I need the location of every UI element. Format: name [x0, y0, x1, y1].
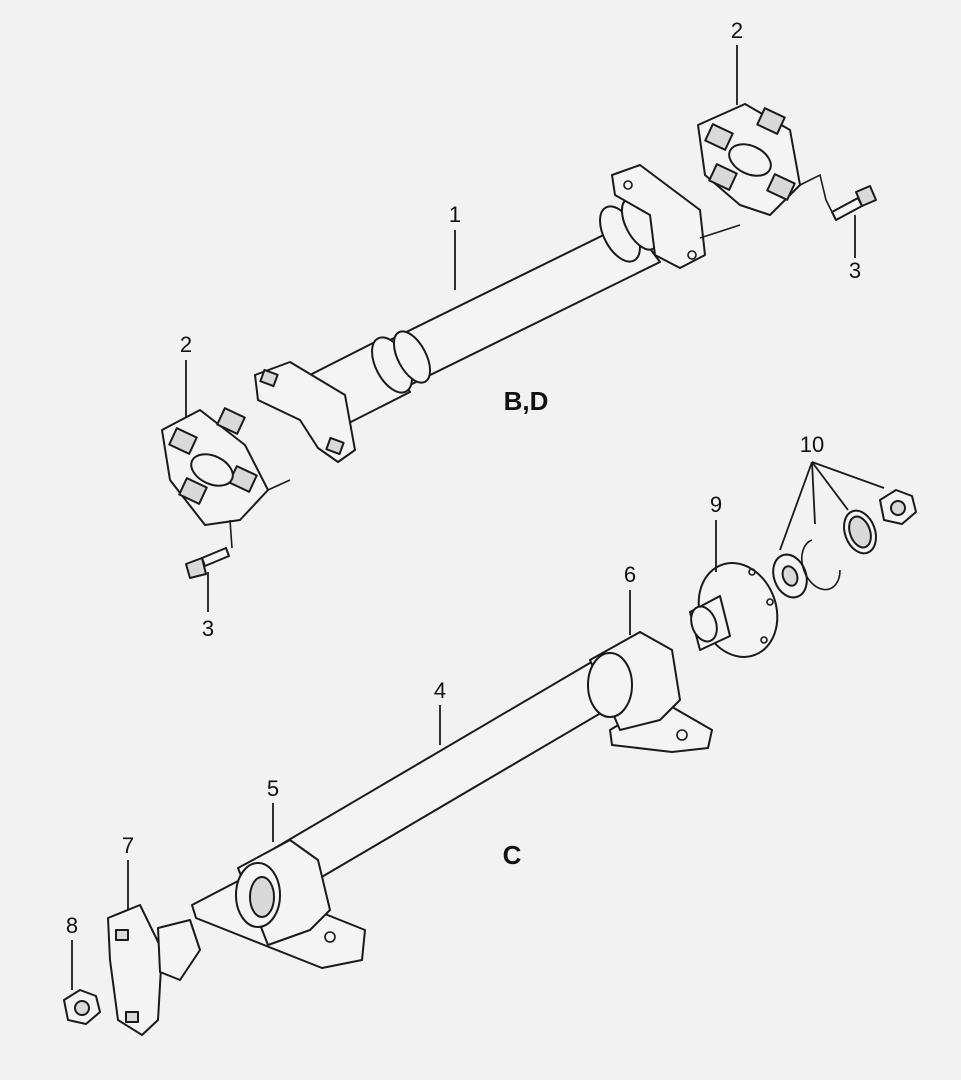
upper-assembly-lines [229, 173, 833, 549]
group-label-lower: C [503, 840, 522, 870]
washer-set [772, 489, 917, 599]
callout-10: 10 [800, 432, 824, 457]
flange-hub [689, 562, 779, 658]
left-flange-yoke [254, 361, 356, 463]
bolt-left [185, 547, 230, 579]
intermediate-shaft [274, 649, 641, 889]
universal-joint-top [697, 103, 801, 216]
propeller-shaft [299, 197, 661, 431]
callout-2-left: 2 [180, 332, 192, 357]
group-label-upper: B,D [504, 386, 549, 416]
callout-2-top: 2 [731, 18, 743, 43]
universal-joint-left [161, 407, 269, 526]
callout-9: 9 [710, 492, 722, 517]
callout-5: 5 [267, 776, 279, 801]
callout-4: 4 [434, 678, 446, 703]
callout-leaders [71, 45, 885, 990]
right-flange-yoke [611, 164, 706, 269]
callout-1: 1 [449, 202, 461, 227]
bearing-left [191, 839, 366, 969]
end-nut [63, 989, 101, 1025]
end-flange-yoke [107, 904, 201, 1036]
callout-6: 6 [624, 562, 636, 587]
callout-8: 8 [66, 913, 78, 938]
bolt-top [831, 185, 877, 221]
callout-3-top: 3 [849, 258, 861, 283]
callout-3-left: 3 [202, 616, 214, 641]
bearing-right [587, 631, 713, 753]
callout-7: 7 [122, 833, 134, 858]
